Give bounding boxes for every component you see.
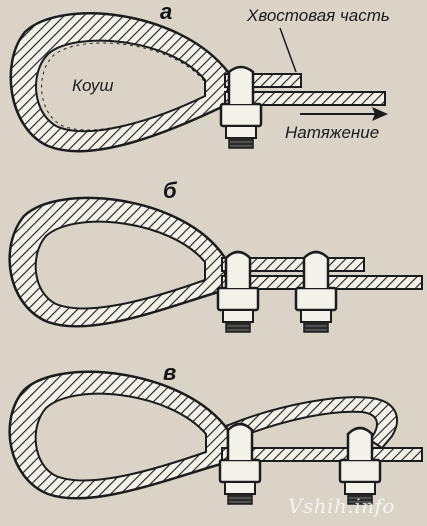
- tail-label: Хвостовая часть: [247, 6, 390, 25]
- watermark: Vshih.info: [288, 494, 395, 518]
- panel-letter-b: б: [163, 178, 177, 203]
- panel-letter-a: а: [160, 0, 173, 24]
- thimble-inner-v: [34, 392, 207, 482]
- clamp-v2: [338, 426, 382, 505]
- tension-arrow-head: [372, 107, 388, 121]
- clamp-b1: [216, 250, 260, 333]
- clamp-a: [219, 65, 263, 149]
- leader-line-tail: [279, 27, 297, 73]
- rope-main-a: [224, 91, 386, 106]
- panel-letter-v: в: [163, 360, 177, 385]
- panel-a: [9, 12, 388, 153]
- clamp-b2: [294, 250, 338, 333]
- panel-b: [8, 196, 423, 333]
- thimble-label: Коуш: [72, 76, 114, 95]
- clamp-v1: [218, 422, 262, 505]
- tension-label: Натяжение: [285, 123, 380, 142]
- thimble-inner-b: [34, 220, 206, 310]
- panel-v: [8, 370, 423, 505]
